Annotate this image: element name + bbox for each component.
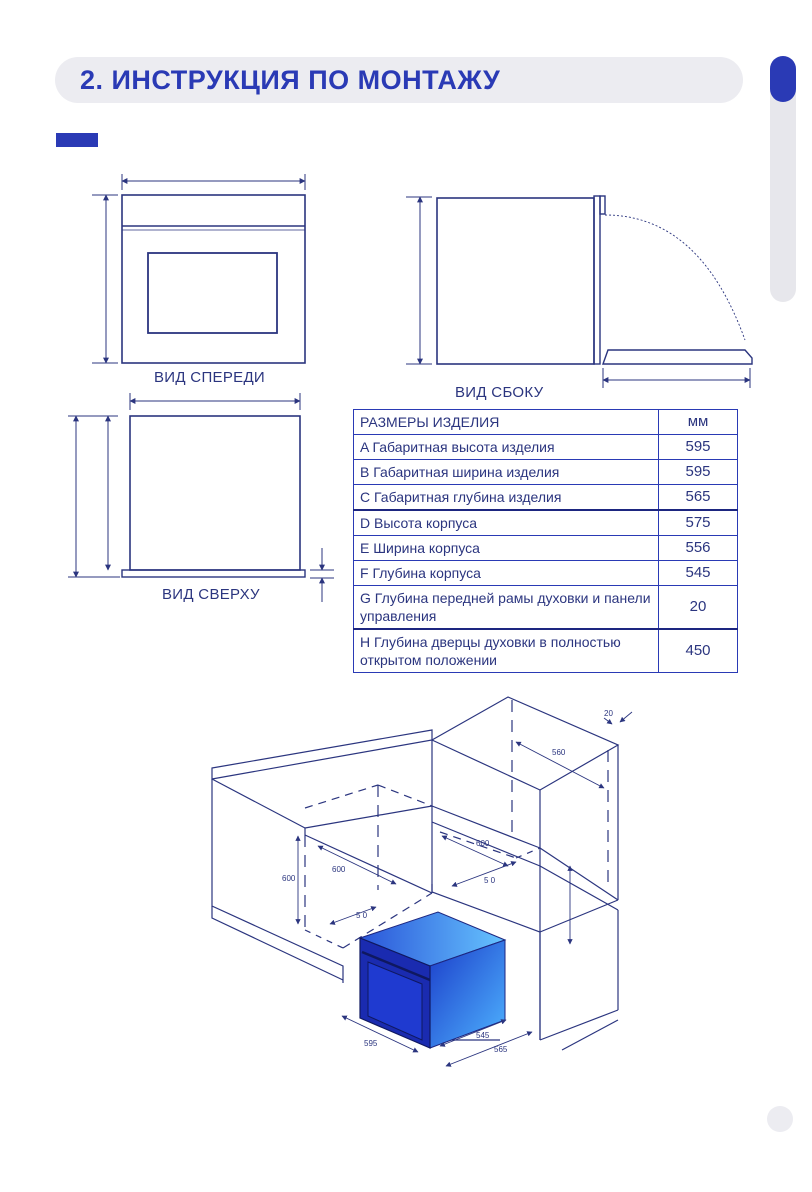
dim-600-right: 600 (476, 839, 490, 848)
side-scrollbar[interactable] (770, 56, 796, 302)
table-header-unit: мм (658, 409, 738, 435)
table-row: H Глубина дверцы духовки в полностью отк… (353, 628, 738, 673)
dim-600-depth: 600 (332, 865, 346, 874)
section-title: 2. ИНСТРУКЦИЯ ПО МОНТАЖУ (80, 65, 501, 95)
dim-600-vertical: 600 (282, 874, 296, 883)
row-value: 450 (658, 628, 738, 673)
top-view-drawing (68, 393, 334, 602)
row-value: 595 (658, 459, 738, 485)
row-label: A Габаритная высота изделия (353, 434, 659, 460)
row-label: B Габаритная ширина изделия (353, 459, 659, 485)
row-label: G Глубина передней рамы духовки и панели… (353, 585, 659, 630)
table-row: A Габаритная высота изделия 595 (353, 434, 738, 460)
row-label: C Габаритная глубина изделия (353, 484, 659, 511)
row-label: F Глубина корпуса (353, 560, 659, 586)
row-value: 556 (658, 535, 738, 561)
installation-drawing (211, 696, 633, 1051)
dim-560: 560 (552, 748, 566, 757)
oven-dimension-lines (341, 1015, 533, 1067)
dim-20: 20 (604, 709, 613, 718)
side-view-drawing (406, 195, 753, 388)
table-row: C Габаритная глубина изделия 565 (353, 484, 738, 511)
front-view-label: ВИД СПЕРЕДИ (154, 369, 265, 386)
table-header-row: РАЗМЕРЫ ИЗДЕЛИЯ мм (353, 409, 738, 435)
row-value: 545 (658, 560, 738, 586)
table-row: F Глубина корпуса 545 (353, 560, 738, 586)
row-value: 20 (658, 585, 738, 630)
row-label: E Ширина корпуса (353, 535, 659, 561)
row-value: 565 (658, 484, 738, 511)
row-label: D Высота корпуса (353, 509, 659, 536)
oven-illustration (358, 911, 507, 1049)
table-row: G Глубина передней рамы духовки и панели… (353, 585, 738, 630)
table-row: D Высота корпуса 575 (353, 509, 738, 536)
row-value: 595 (658, 434, 738, 460)
dim-50-right: 5 0 (484, 876, 496, 885)
side-view-label: ВИД СБОКУ (455, 384, 544, 401)
dim-565: 565 (494, 1045, 508, 1054)
side-scrollbar-thumb[interactable] (770, 56, 796, 102)
front-view-drawing (92, 174, 306, 364)
dim-545: 545 (476, 1031, 490, 1040)
table-row: B Габаритная ширина изделия 595 (353, 459, 738, 485)
row-value: 575 (658, 509, 738, 536)
subsection-marker (56, 133, 98, 147)
dim-50-left: 5 0 (356, 911, 368, 920)
top-view-label: ВИД СВЕРХУ (162, 586, 260, 603)
table-row: E Ширина корпуса 556 (353, 535, 738, 561)
section-title-bar: 2. ИНСТРУКЦИЯ ПО МОНТАЖУ (55, 57, 743, 103)
dim-595: 595 (364, 1039, 378, 1048)
dimensions-table: РАЗМЕРЫ ИЗДЕЛИЯ мм A Габаритная высота и… (353, 409, 738, 673)
table-header-label: РАЗМЕРЫ ИЗДЕЛИЯ (353, 409, 659, 435)
row-label: H Глубина дверцы духовки в полностью отк… (353, 628, 659, 673)
page-number-badge (767, 1106, 793, 1132)
